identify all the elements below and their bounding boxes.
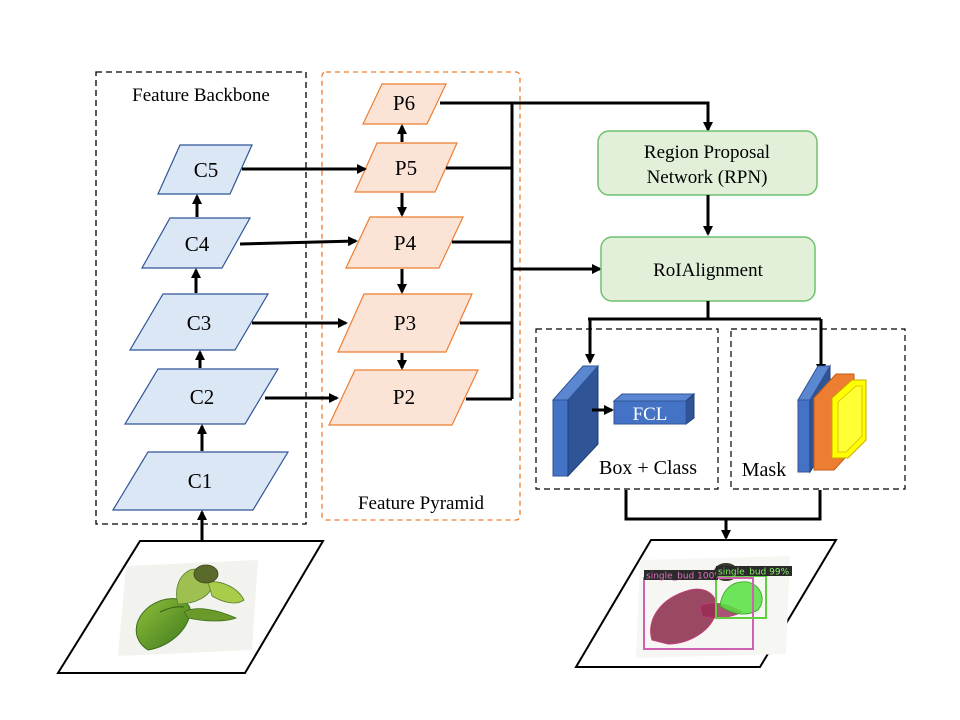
feature-backbone-title: Feature Backbone bbox=[132, 85, 270, 106]
backbone-c4-shape bbox=[140, 217, 252, 269]
pyramid-p4: P4 bbox=[345, 216, 464, 269]
mask-caption: Mask bbox=[742, 459, 786, 481]
pyramid-p5: P5 bbox=[354, 142, 458, 193]
box-head-feature-block bbox=[551, 364, 600, 478]
backbone-c1-shape bbox=[111, 451, 290, 511]
mask-layer-blue bbox=[797, 399, 811, 473]
roialign-label: RoIAlignment bbox=[653, 260, 763, 281]
box-class-caption: Box + Class bbox=[599, 457, 697, 479]
detection-tag-2: single_bud 99% bbox=[718, 568, 790, 578]
fcl-block: FCL bbox=[612, 392, 696, 425]
mask-head-region bbox=[730, 328, 906, 490]
backbone-c3-shape bbox=[128, 293, 270, 351]
backbone-c3-label: C3 bbox=[187, 311, 212, 335]
backbone-c2-label: C2 bbox=[190, 385, 215, 409]
backbone-c2-shape bbox=[123, 368, 280, 425]
box-head-down bbox=[624, 490, 822, 521]
feature-pyramid-title: Feature Pyramid bbox=[358, 493, 485, 514]
pyramid-p2-label: P2 bbox=[393, 385, 415, 409]
plant-bud-image bbox=[135, 564, 245, 651]
detection-tag-2-bg bbox=[716, 566, 792, 576]
pyramid-p5-shape bbox=[354, 142, 458, 193]
pyramid-p3: P3 bbox=[337, 293, 473, 353]
rpn-label-line1: Region Proposal bbox=[644, 142, 770, 163]
backbone-c1: C1 bbox=[111, 451, 290, 511]
feature-pyramid-region bbox=[321, 71, 521, 521]
segmented-buds bbox=[650, 563, 763, 645]
backbone-c4-label: C4 bbox=[185, 232, 210, 256]
rpn-box: Region Proposal Network (RPN) bbox=[597, 130, 818, 196]
backbone-c2: C2 bbox=[123, 368, 280, 425]
output-merge bbox=[624, 490, 822, 540]
fcl-top bbox=[612, 393, 696, 402]
fcl-front bbox=[613, 400, 687, 425]
feature-backbone-region bbox=[95, 71, 307, 525]
lateral-arrows bbox=[239, 164, 367, 403]
backbone-c5-label: C5 bbox=[194, 158, 219, 182]
mask-layer-blue-top bbox=[797, 365, 831, 401]
pyramid-p3-shape bbox=[337, 293, 473, 353]
pyramid-p4-label: P4 bbox=[394, 231, 417, 255]
pyramid-p4-shape bbox=[345, 216, 464, 269]
mask-head-block bbox=[797, 364, 867, 474]
roialign-box: RoIAlignment bbox=[600, 236, 816, 302]
arrow-c4-to-p4 bbox=[239, 236, 358, 247]
input-image bbox=[56, 540, 325, 674]
pyramid-p2-shape bbox=[328, 369, 479, 426]
backbone-c3: C3 bbox=[128, 293, 270, 351]
backbone-c5-shape bbox=[157, 144, 253, 195]
backbone-c5: C5 bbox=[157, 144, 253, 195]
arrow-bus-to-rpn bbox=[512, 101, 713, 132]
detection-tag-1-bg bbox=[644, 570, 718, 580]
mask-layer-yellow-inner bbox=[837, 385, 863, 453]
box-block-top bbox=[551, 365, 600, 401]
fcl-label: FCL bbox=[633, 404, 668, 425]
pyramid-p2: P2 bbox=[328, 369, 479, 426]
pyramid-p6-shape bbox=[362, 83, 447, 125]
pyramid-p3-label: P3 bbox=[394, 311, 416, 335]
pyramid-p6: P6 bbox=[362, 83, 447, 125]
backbone-c1-label: C1 bbox=[188, 469, 213, 493]
backbone-c4: C4 bbox=[140, 217, 252, 269]
pyramid-output-bus bbox=[440, 101, 713, 401]
detection-tag-1: single_bud 100% bbox=[646, 572, 723, 582]
rpn-label-line2: Network (RPN) bbox=[647, 167, 768, 188]
head-branch bbox=[585, 301, 826, 374]
pyramid-p6-label: P6 bbox=[393, 91, 415, 115]
box-class-head-region bbox=[535, 328, 719, 490]
pyramid-p5-label: P5 bbox=[395, 156, 417, 180]
output-image: single_bud 100% single_bud 99% bbox=[574, 539, 838, 668]
box-block-front bbox=[552, 399, 569, 477]
